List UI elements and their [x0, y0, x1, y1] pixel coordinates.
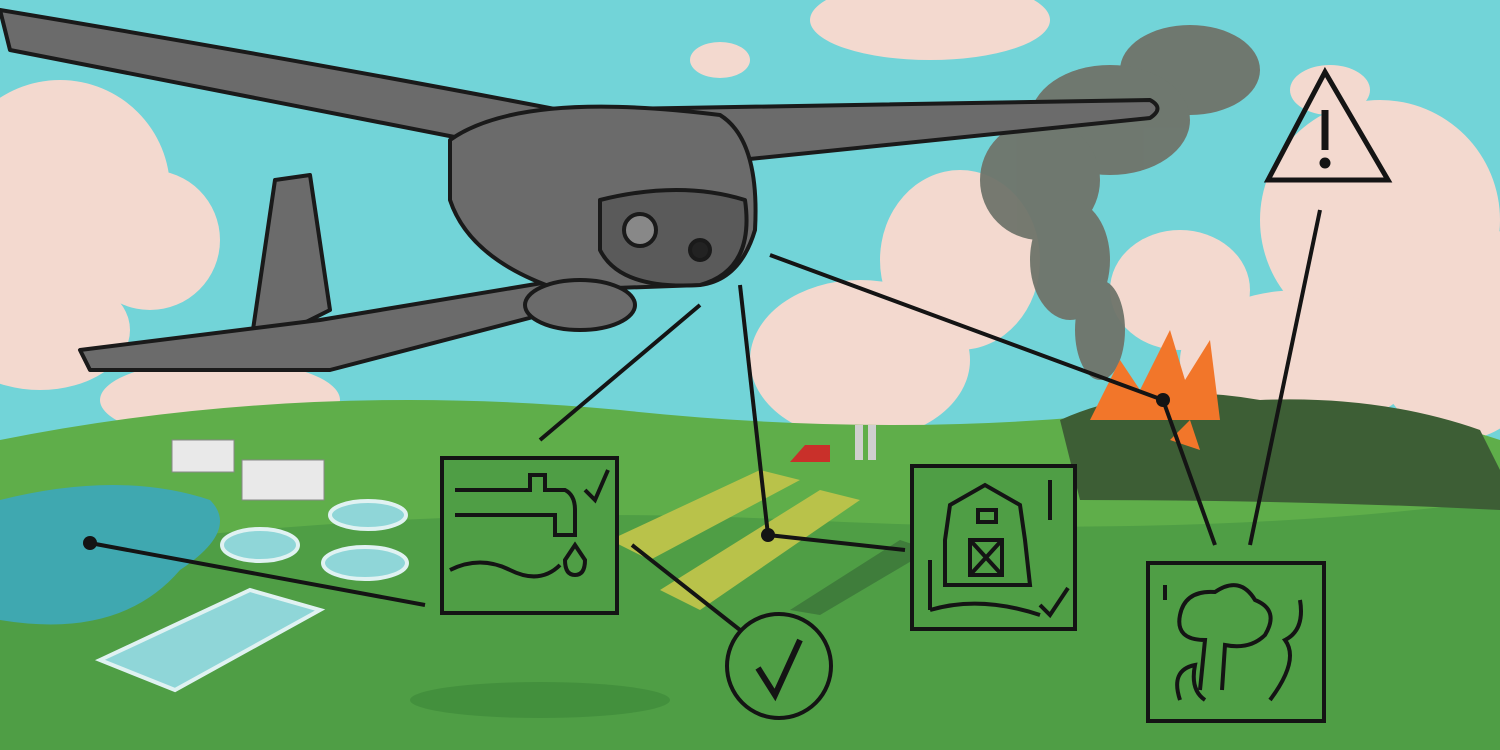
settling-tank [321, 545, 409, 581]
silo [868, 425, 876, 460]
silo [855, 425, 863, 460]
barn-icon [910, 464, 1077, 631]
pond [0, 485, 220, 625]
barn [790, 445, 830, 462]
connector-lines [89, 209, 1322, 632]
settling-tank [328, 499, 408, 531]
building [241, 459, 325, 501]
warning-icon [1263, 66, 1393, 183]
drone-icon [0, 8, 1160, 372]
building [171, 439, 235, 473]
drone-shadow [410, 682, 670, 718]
water-tap-icon [440, 456, 619, 615]
tree-fire-icon [1146, 561, 1326, 723]
checkmark-icon [725, 612, 833, 720]
filter-beds [94, 587, 326, 693]
connector-dots [83, 393, 1170, 550]
settling-tank [220, 527, 300, 563]
fields [610, 470, 930, 615]
